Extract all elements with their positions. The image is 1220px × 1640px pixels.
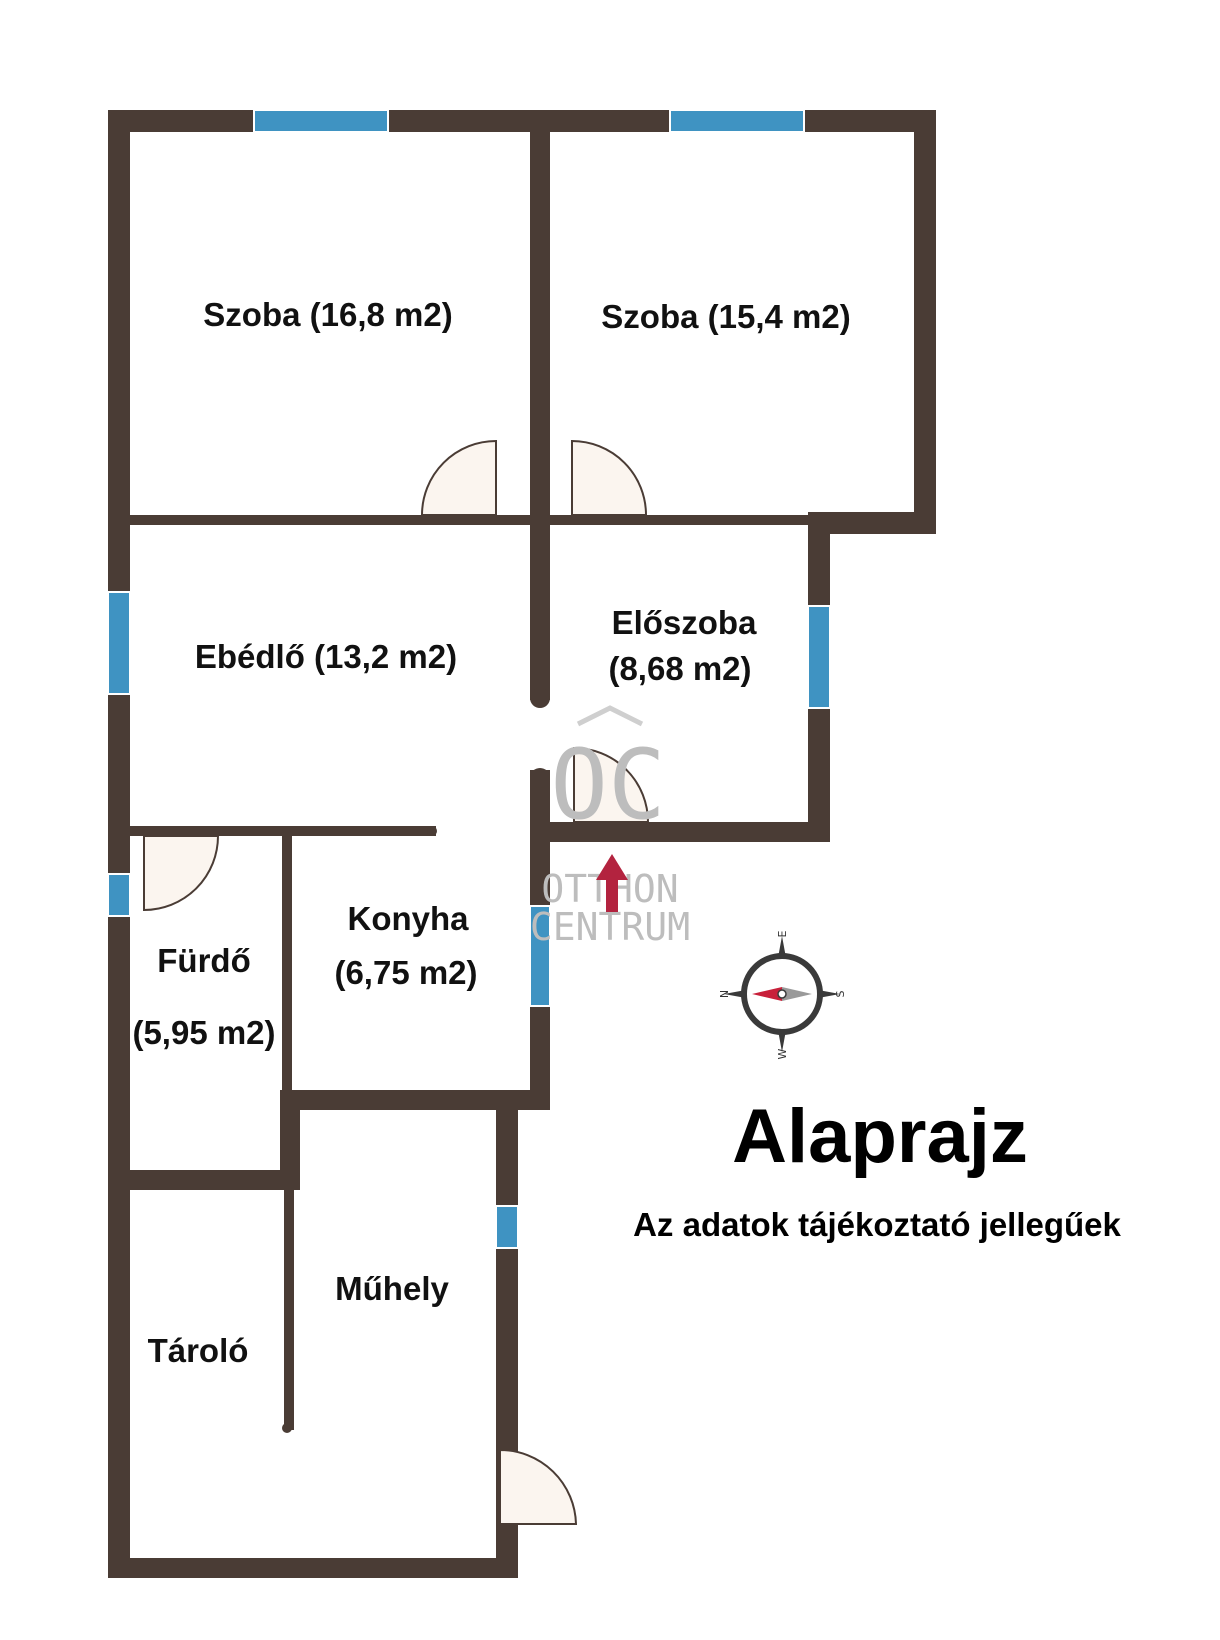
room-label-szoba1: Szoba (16,8 m2) bbox=[203, 296, 452, 333]
wall-dining-bath bbox=[108, 826, 436, 836]
compass-needle-south bbox=[782, 987, 812, 1001]
wall-bottom bbox=[108, 1558, 518, 1578]
door-szoba2 bbox=[571, 439, 648, 516]
wall-center-upper bbox=[530, 110, 550, 700]
compass-label-south: S bbox=[834, 990, 847, 997]
logo-line2: CENTRUM bbox=[530, 905, 690, 949]
room-label-konyha-name: Konyha bbox=[347, 900, 469, 937]
compass-needle-north bbox=[752, 987, 782, 1001]
room-label-ebedlo: Ebédlő (13,2 m2) bbox=[195, 638, 457, 675]
entrance-arrow-icon bbox=[596, 854, 628, 912]
compass-label-north: N bbox=[718, 990, 731, 998]
wall-bath-kitchen bbox=[282, 832, 292, 1177]
room-label-eloszoba-name: Előszoba bbox=[612, 604, 758, 641]
wall-left bbox=[108, 110, 130, 1578]
compass-label-east: E bbox=[776, 930, 789, 937]
wall-bath-bottom bbox=[108, 1170, 300, 1190]
wall-bed-hall bbox=[550, 515, 810, 525]
wall-end-cap bbox=[282, 1423, 292, 1433]
doors bbox=[143, 439, 650, 1525]
plan-subtitle: Az adatok tájékoztató jellegűek bbox=[633, 1206, 1121, 1243]
compass-icon: N E S W bbox=[718, 930, 847, 1059]
door-entrance bbox=[573, 746, 650, 823]
wall-step bbox=[808, 512, 936, 534]
room-label-tarolo: Tároló bbox=[148, 1332, 249, 1369]
logo-roof-icon bbox=[576, 705, 644, 727]
wall-kitchen-bottom bbox=[280, 1090, 550, 1110]
wall-storage-workshop bbox=[284, 1190, 294, 1430]
window-konyha bbox=[529, 905, 551, 1007]
compass-center bbox=[777, 989, 787, 999]
plan-title: Alaprajz bbox=[732, 1094, 1028, 1179]
window-szoba1 bbox=[253, 109, 389, 133]
wall-bed-dining bbox=[108, 515, 550, 525]
room-label-furdo-area: (5,95 m2) bbox=[132, 1014, 275, 1051]
compass-label-west: W bbox=[776, 1048, 789, 1059]
wall-end-cap bbox=[530, 768, 550, 788]
room-label-muhely: Műhely bbox=[335, 1270, 449, 1307]
room-label-szoba2: Szoba (15,4 m2) bbox=[601, 298, 850, 335]
window-muhely bbox=[495, 1205, 519, 1249]
room-label-eloszoba-area: (8,68 m2) bbox=[608, 650, 751, 687]
wall-top bbox=[108, 110, 936, 132]
window-eloszoba bbox=[807, 605, 831, 709]
room-label-furdo-name: Fürdő bbox=[157, 942, 250, 979]
window-furdo bbox=[107, 873, 131, 917]
wall-end-cap bbox=[427, 826, 437, 836]
window-ebedlo bbox=[107, 591, 131, 695]
window-szoba2 bbox=[669, 109, 805, 133]
wall-eloszoba-bottom bbox=[540, 822, 830, 842]
logo-monogram: OC bbox=[550, 729, 666, 841]
wall-right-upper bbox=[914, 110, 936, 534]
windows bbox=[107, 109, 831, 1249]
wall-jog bbox=[280, 1090, 300, 1190]
room-label-konyha-area: (6,75 m2) bbox=[334, 954, 477, 991]
walls bbox=[108, 110, 936, 1578]
door-muhely bbox=[499, 1448, 578, 1525]
wall-end-cap bbox=[530, 688, 550, 708]
door-furdo bbox=[143, 835, 220, 912]
door-szoba1 bbox=[420, 439, 497, 516]
